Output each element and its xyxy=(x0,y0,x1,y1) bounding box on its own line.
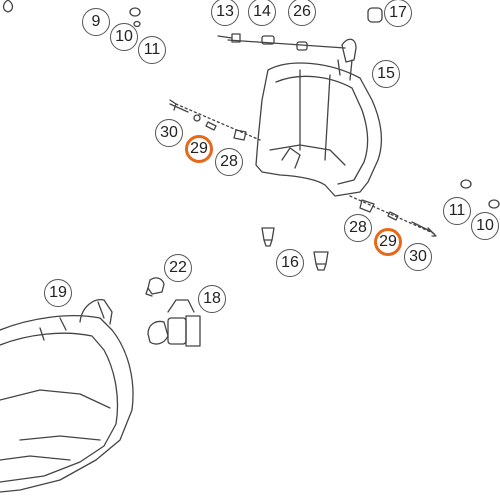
nut-part xyxy=(460,179,472,189)
washer-part xyxy=(2,0,14,13)
callout-14: 14 xyxy=(248,0,276,26)
callout-9: 9 xyxy=(82,8,110,36)
callout-11: 11 xyxy=(443,197,471,225)
headlight-housing xyxy=(0,299,134,493)
mount-screw xyxy=(175,103,261,141)
clip-part xyxy=(261,35,275,45)
main-bulb-part xyxy=(147,299,201,347)
callout-28: 28 xyxy=(215,148,243,176)
callout-29-highlighted: 29 xyxy=(185,135,213,163)
rubber-bushing-part xyxy=(359,199,375,213)
callout-26: 26 xyxy=(288,0,316,26)
callout-28: 28 xyxy=(344,214,372,242)
small-bulb-part xyxy=(145,277,165,297)
screw-part xyxy=(411,221,437,237)
grommet-part xyxy=(367,7,383,23)
callout-19: 19 xyxy=(44,279,72,307)
callout-30: 30 xyxy=(404,243,432,271)
mount-screw xyxy=(349,195,436,235)
callout-30: 30 xyxy=(155,119,183,147)
callout-18: 18 xyxy=(198,285,226,313)
nut-part xyxy=(133,20,141,28)
nut-part xyxy=(296,41,308,51)
callout-11: 11 xyxy=(138,36,166,64)
callout-29-highlighted: 29 xyxy=(374,228,402,256)
spacer-part xyxy=(205,121,217,131)
plug-part xyxy=(261,227,275,247)
callout-13: 13 xyxy=(211,0,239,26)
plug-part xyxy=(313,251,329,271)
nut-part xyxy=(129,7,141,17)
callout-10: 10 xyxy=(471,212,499,240)
headlight-bracket xyxy=(255,38,382,197)
callout-22: 22 xyxy=(164,254,192,282)
spacer-part xyxy=(387,211,399,221)
screw-part xyxy=(169,99,189,113)
callout-16: 16 xyxy=(276,249,304,277)
callout-17: 17 xyxy=(384,0,412,27)
washer-part xyxy=(193,114,201,122)
callout-15: 15 xyxy=(372,60,400,88)
nut-part xyxy=(488,199,500,209)
holder-rod xyxy=(227,39,346,49)
bolt-part xyxy=(217,33,241,43)
rubber-bushing-part xyxy=(233,129,247,141)
callout-10: 10 xyxy=(110,23,138,51)
